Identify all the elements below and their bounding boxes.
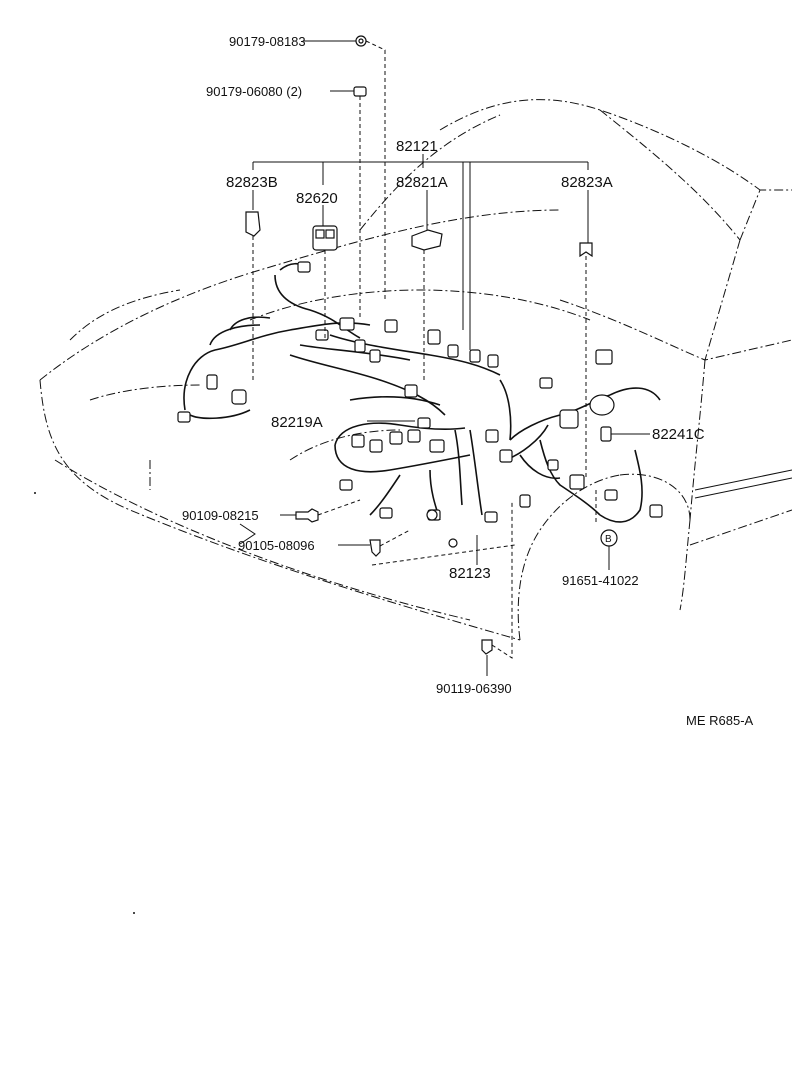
connector-icon [411,229,443,251]
part-icons [245,35,618,655]
label-82823B: 82823B [226,174,278,191]
label-91651-41022: 91651-41022 [562,573,639,588]
label-82241C: 82241C [652,426,705,443]
clip-icon [579,242,593,258]
label-82620: 82620 [296,190,338,207]
b-marker-label: B [605,534,612,545]
label-90109-08215: 90109-08215 [182,508,259,523]
label-90119-06390: 90119-06390 [436,681,512,696]
connector-icon [600,426,612,442]
leader-lines [239,40,650,676]
stray-dot [133,912,135,914]
label-82823A: 82823A [561,174,613,191]
bolt-icon [295,508,319,523]
engine-wire-harness [183,262,661,523]
harness-connectors [177,261,663,548]
label-90179-06080: 90179-06080 (2) [206,84,302,99]
label-90105-08096: 90105-08096 [238,538,315,553]
nut-icon [353,86,367,97]
part-labels: 90179-08183 90179-06080 (2) 82121 82823B… [182,34,754,728]
label-90179-08183: 90179-08183 [229,34,306,49]
stray-dot [34,492,36,494]
bolt-icon [481,639,493,655]
label-82123: 82123 [449,565,491,582]
bolt-icon [369,539,381,557]
clamp-icon [245,211,261,237]
car-body-outline [39,99,792,641]
figure-code: ME R685-A [686,713,754,728]
label-82121: 82121 [396,138,438,155]
label-82219A: 82219A [271,414,323,431]
label-82821A: 82821A [396,174,448,191]
